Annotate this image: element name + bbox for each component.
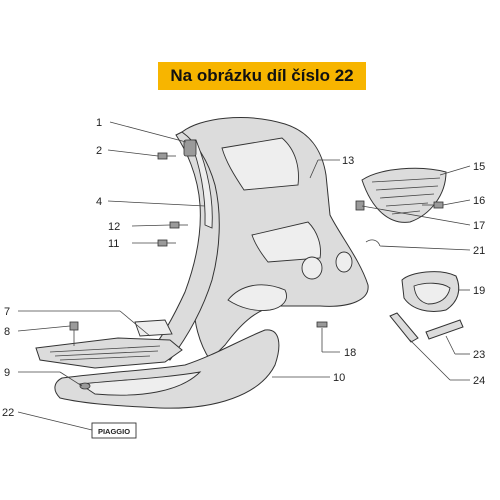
lower-spoiler-inner <box>78 371 202 396</box>
callout-12: 12 <box>108 221 120 233</box>
screw-12-icon <box>169 221 188 229</box>
callout-18: 18 <box>344 347 356 359</box>
callout-16: 16 <box>473 195 485 207</box>
callout-23: 23 <box>473 349 485 361</box>
floor-board-ribs <box>49 345 161 361</box>
callout-10: 10 <box>333 372 345 384</box>
piaggio-badge-part <box>91 422 137 439</box>
fastener-18-icon <box>316 321 328 328</box>
callout-22: 22 <box>2 407 14 419</box>
grille-part <box>361 167 447 223</box>
leader-lines <box>17 121 471 431</box>
screw-8-icon <box>69 321 79 346</box>
grille-slots <box>371 177 441 215</box>
badge-text: PIAGGIO <box>98 427 130 436</box>
right-headlamp <box>335 251 353 273</box>
callout-15: 15 <box>473 161 485 173</box>
clip-17-icon <box>355 200 365 211</box>
callout-21: 21 <box>473 245 485 257</box>
page-title-banner: Na obrázku díl číslo 22 <box>158 62 366 90</box>
screw-2-icon <box>157 152 176 160</box>
clip-9-icon <box>79 382 91 390</box>
callout-labels: 1 2 4 12 11 7 8 9 22 13 15 16 17 21 19 1… <box>2 117 485 419</box>
inner-frame-part <box>189 139 213 229</box>
shield-window-upper <box>221 137 299 191</box>
trim-strip-23-part <box>425 319 464 340</box>
callout-4: 4 <box>96 196 102 208</box>
leg-shield-part <box>149 131 220 361</box>
callout-17: 17 <box>473 220 485 232</box>
callout-24: 24 <box>473 375 485 387</box>
callout-11: 11 <box>108 238 119 250</box>
callout-7: 7 <box>4 306 10 318</box>
callout-1: 1 <box>96 117 102 129</box>
front-bracket-part <box>134 319 173 337</box>
cover-19-inner <box>413 282 451 305</box>
top-bracket-part <box>183 139 197 157</box>
callout-8: 8 <box>4 326 10 338</box>
callout-2: 2 <box>96 145 102 157</box>
shield-window-lower <box>251 221 321 263</box>
side-cheek-part <box>227 284 287 311</box>
trim-strip-24-part <box>389 312 419 343</box>
callout-13: 13 <box>342 155 354 167</box>
clip-21-icon <box>365 239 381 247</box>
callout-19: 19 <box>473 285 485 297</box>
left-headlamp <box>301 256 323 280</box>
screw-11-icon <box>157 239 176 247</box>
callout-9: 9 <box>4 367 10 379</box>
